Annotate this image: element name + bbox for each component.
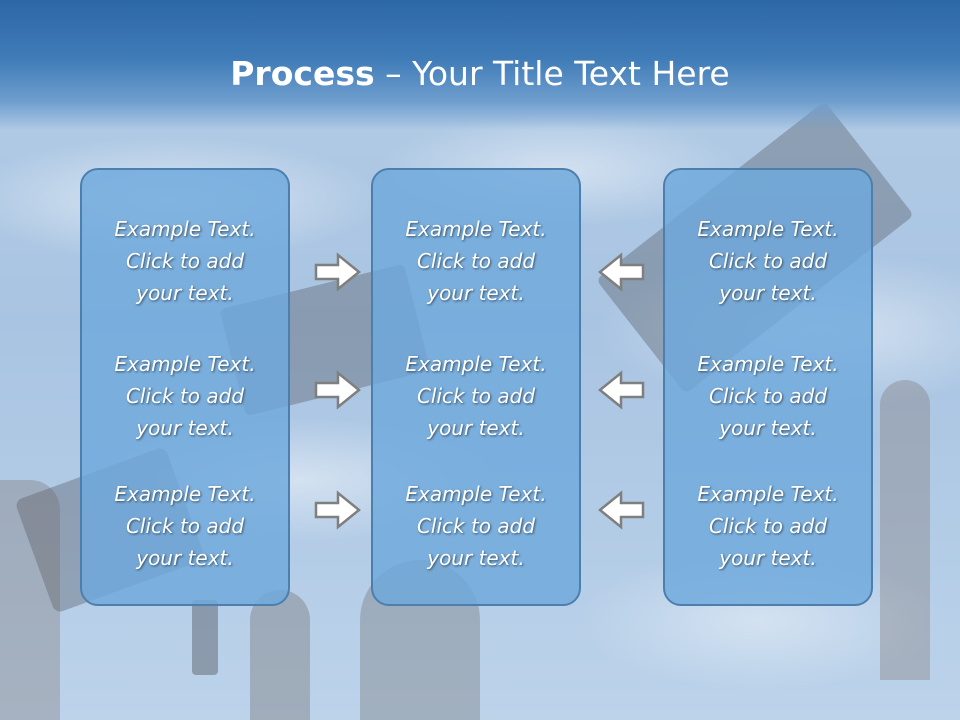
slide-title[interactable]: Process – Your Title Text Here — [0, 52, 960, 96]
text-line: your text. — [719, 281, 817, 305]
process-box-center[interactable]: Example Text. Click to add your text. Ex… — [371, 168, 581, 606]
text-line: Click to add — [125, 514, 245, 538]
text-placeholder[interactable]: Example Text. Click to add your text. — [82, 213, 288, 309]
text-line: Click to add — [708, 514, 828, 538]
text-placeholder[interactable]: Example Text. Click to add your text. — [373, 478, 579, 574]
text-line: Example Text. — [114, 482, 256, 506]
arrow-right-icon[interactable] — [314, 370, 362, 410]
title-bar — [0, 0, 960, 130]
title-bold-part: Process — [230, 54, 375, 93]
arrow-left-icon[interactable] — [597, 370, 645, 410]
arrow-left-icon[interactable] — [597, 252, 645, 292]
raised-arm-silhouette — [0, 480, 60, 720]
text-line: Example Text. — [405, 217, 547, 241]
text-line: Click to add — [125, 384, 245, 408]
text-line: Example Text. — [697, 482, 839, 506]
text-placeholder[interactable]: Example Text. Click to add your text. — [82, 478, 288, 574]
text-line: Example Text. — [405, 482, 547, 506]
text-line: your text. — [427, 281, 525, 305]
arrow-right-icon[interactable] — [314, 490, 362, 530]
process-box-right[interactable]: Example Text. Click to add your text. Ex… — [663, 168, 873, 606]
text-line: Click to add — [416, 514, 536, 538]
text-line: your text. — [136, 416, 234, 440]
process-box-left[interactable]: Example Text. Click to add your text. Ex… — [80, 168, 290, 606]
text-line: Click to add — [125, 249, 245, 273]
text-line: Click to add — [708, 384, 828, 408]
text-line: Click to add — [416, 249, 536, 273]
text-line: your text. — [427, 416, 525, 440]
text-line: your text. — [427, 546, 525, 570]
text-line: Click to add — [708, 249, 828, 273]
text-placeholder[interactable]: Example Text. Click to add your text. — [373, 348, 579, 444]
arrow-left-icon[interactable] — [597, 490, 645, 530]
text-line: your text. — [719, 416, 817, 440]
raised-arm-silhouette — [250, 590, 310, 720]
text-placeholder[interactable]: Example Text. Click to add your text. — [665, 348, 871, 444]
text-line: Example Text. — [114, 217, 256, 241]
arrow-right-icon[interactable] — [314, 252, 362, 292]
text-line: your text. — [719, 546, 817, 570]
text-line: your text. — [136, 546, 234, 570]
text-placeholder[interactable]: Example Text. Click to add your text. — [665, 478, 871, 574]
text-placeholder[interactable]: Example Text. Click to add your text. — [665, 213, 871, 309]
text-line: Click to add — [416, 384, 536, 408]
text-line: your text. — [136, 281, 234, 305]
text-line: Example Text. — [697, 352, 839, 376]
raised-arm-silhouette — [880, 380, 930, 680]
text-line: Example Text. — [697, 217, 839, 241]
title-rest-part: – Your Title Text Here — [374, 54, 730, 93]
text-placeholder[interactable]: Example Text. Click to add your text. — [82, 348, 288, 444]
text-line: Example Text. — [114, 352, 256, 376]
tassel-silhouette — [192, 600, 218, 675]
text-placeholder[interactable]: Example Text. Click to add your text. — [373, 213, 579, 309]
text-line: Example Text. — [405, 352, 547, 376]
